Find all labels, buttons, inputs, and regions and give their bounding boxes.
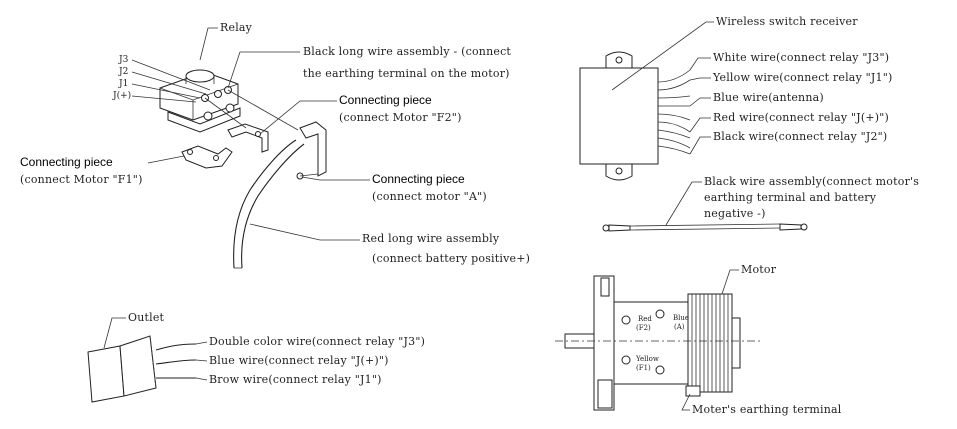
connecting-piece-a-title: Connecting piece — [372, 172, 465, 186]
connecting-piece-f1-title: Connecting piece — [20, 155, 113, 169]
motor-yellow-label: Yellow — [635, 355, 659, 363]
receiver-drawing — [579, 51, 691, 181]
terminal-j3: J3 — [118, 55, 129, 65]
receiver-wire-white: White wire(connect relay "J3") — [713, 51, 889, 64]
terminal-j1: J1 — [118, 79, 128, 89]
black-long-wire-line2: the earthing terminal on the motor) — [303, 67, 510, 80]
outlet-wire-brow: Brow wire(connect relay "J1") — [209, 373, 382, 386]
receiver-wire-blue: Blue wire(antenna) — [713, 91, 824, 104]
motor-red-label: Red — [638, 315, 652, 323]
motor-blue-label: Blue — [673, 314, 689, 322]
black-wire-drawing — [602, 223, 808, 232]
motor-drawing — [555, 275, 760, 411]
connecting-piece-f2-desc: (connect Motor "F2") — [339, 111, 462, 124]
black-wire-assembly-line2: earthing terminal and battery — [704, 191, 877, 204]
terminal-jplus: J(+) — [112, 90, 131, 101]
receiver-wire-red: Red wire(connect relay "J(+)") — [713, 111, 889, 124]
relay-terminals: J3 J2 J1 J(+) — [112, 55, 211, 103]
motor-title: Motor — [741, 263, 777, 276]
connecting-piece-f1-desc: (connect Motor "F1") — [20, 173, 143, 186]
receiver-title: Wireless switch receiver — [716, 15, 858, 28]
outlet-drawing — [87, 335, 197, 403]
relay-drawing — [159, 69, 327, 269]
black-wire-assembly-line1: Black wire assembly(connect motor's — [704, 175, 919, 188]
red-long-wire-line2: (connect battery positive+) — [372, 252, 530, 265]
red-long-wire-line1: Red long wire assembly — [362, 232, 500, 245]
outlet-title: Outlet — [128, 311, 165, 324]
motor-red-sub: (F2) — [636, 324, 651, 332]
black-long-wire-line1: Black long wire assembly - (connect — [303, 45, 511, 58]
outlet-wire-blue: Blue wire(connect relay "J(+)") — [209, 354, 389, 367]
receiver-wire-black: Black wire(connect relay "J2") — [713, 130, 887, 143]
motor-blue-sub: (A) — [674, 323, 685, 331]
connecting-piece-a-desc: (connect motor "A") — [372, 190, 487, 203]
motor-earthing-terminal: Moter's earthing terminal — [692, 403, 842, 416]
connecting-piece-f2-title: Connecting piece — [339, 93, 432, 107]
motor-yellow-sub: (F1) — [636, 364, 651, 372]
receiver-wire-yellow: Yellow wire(connect relay "J1") — [712, 71, 893, 84]
black-wire-assembly-line3: negative -) — [704, 207, 766, 220]
outlet-wire-double: Double color wire(connect relay "J3") — [209, 335, 425, 348]
terminal-j2: J2 — [118, 67, 128, 77]
relay-title: Relay — [220, 21, 253, 34]
